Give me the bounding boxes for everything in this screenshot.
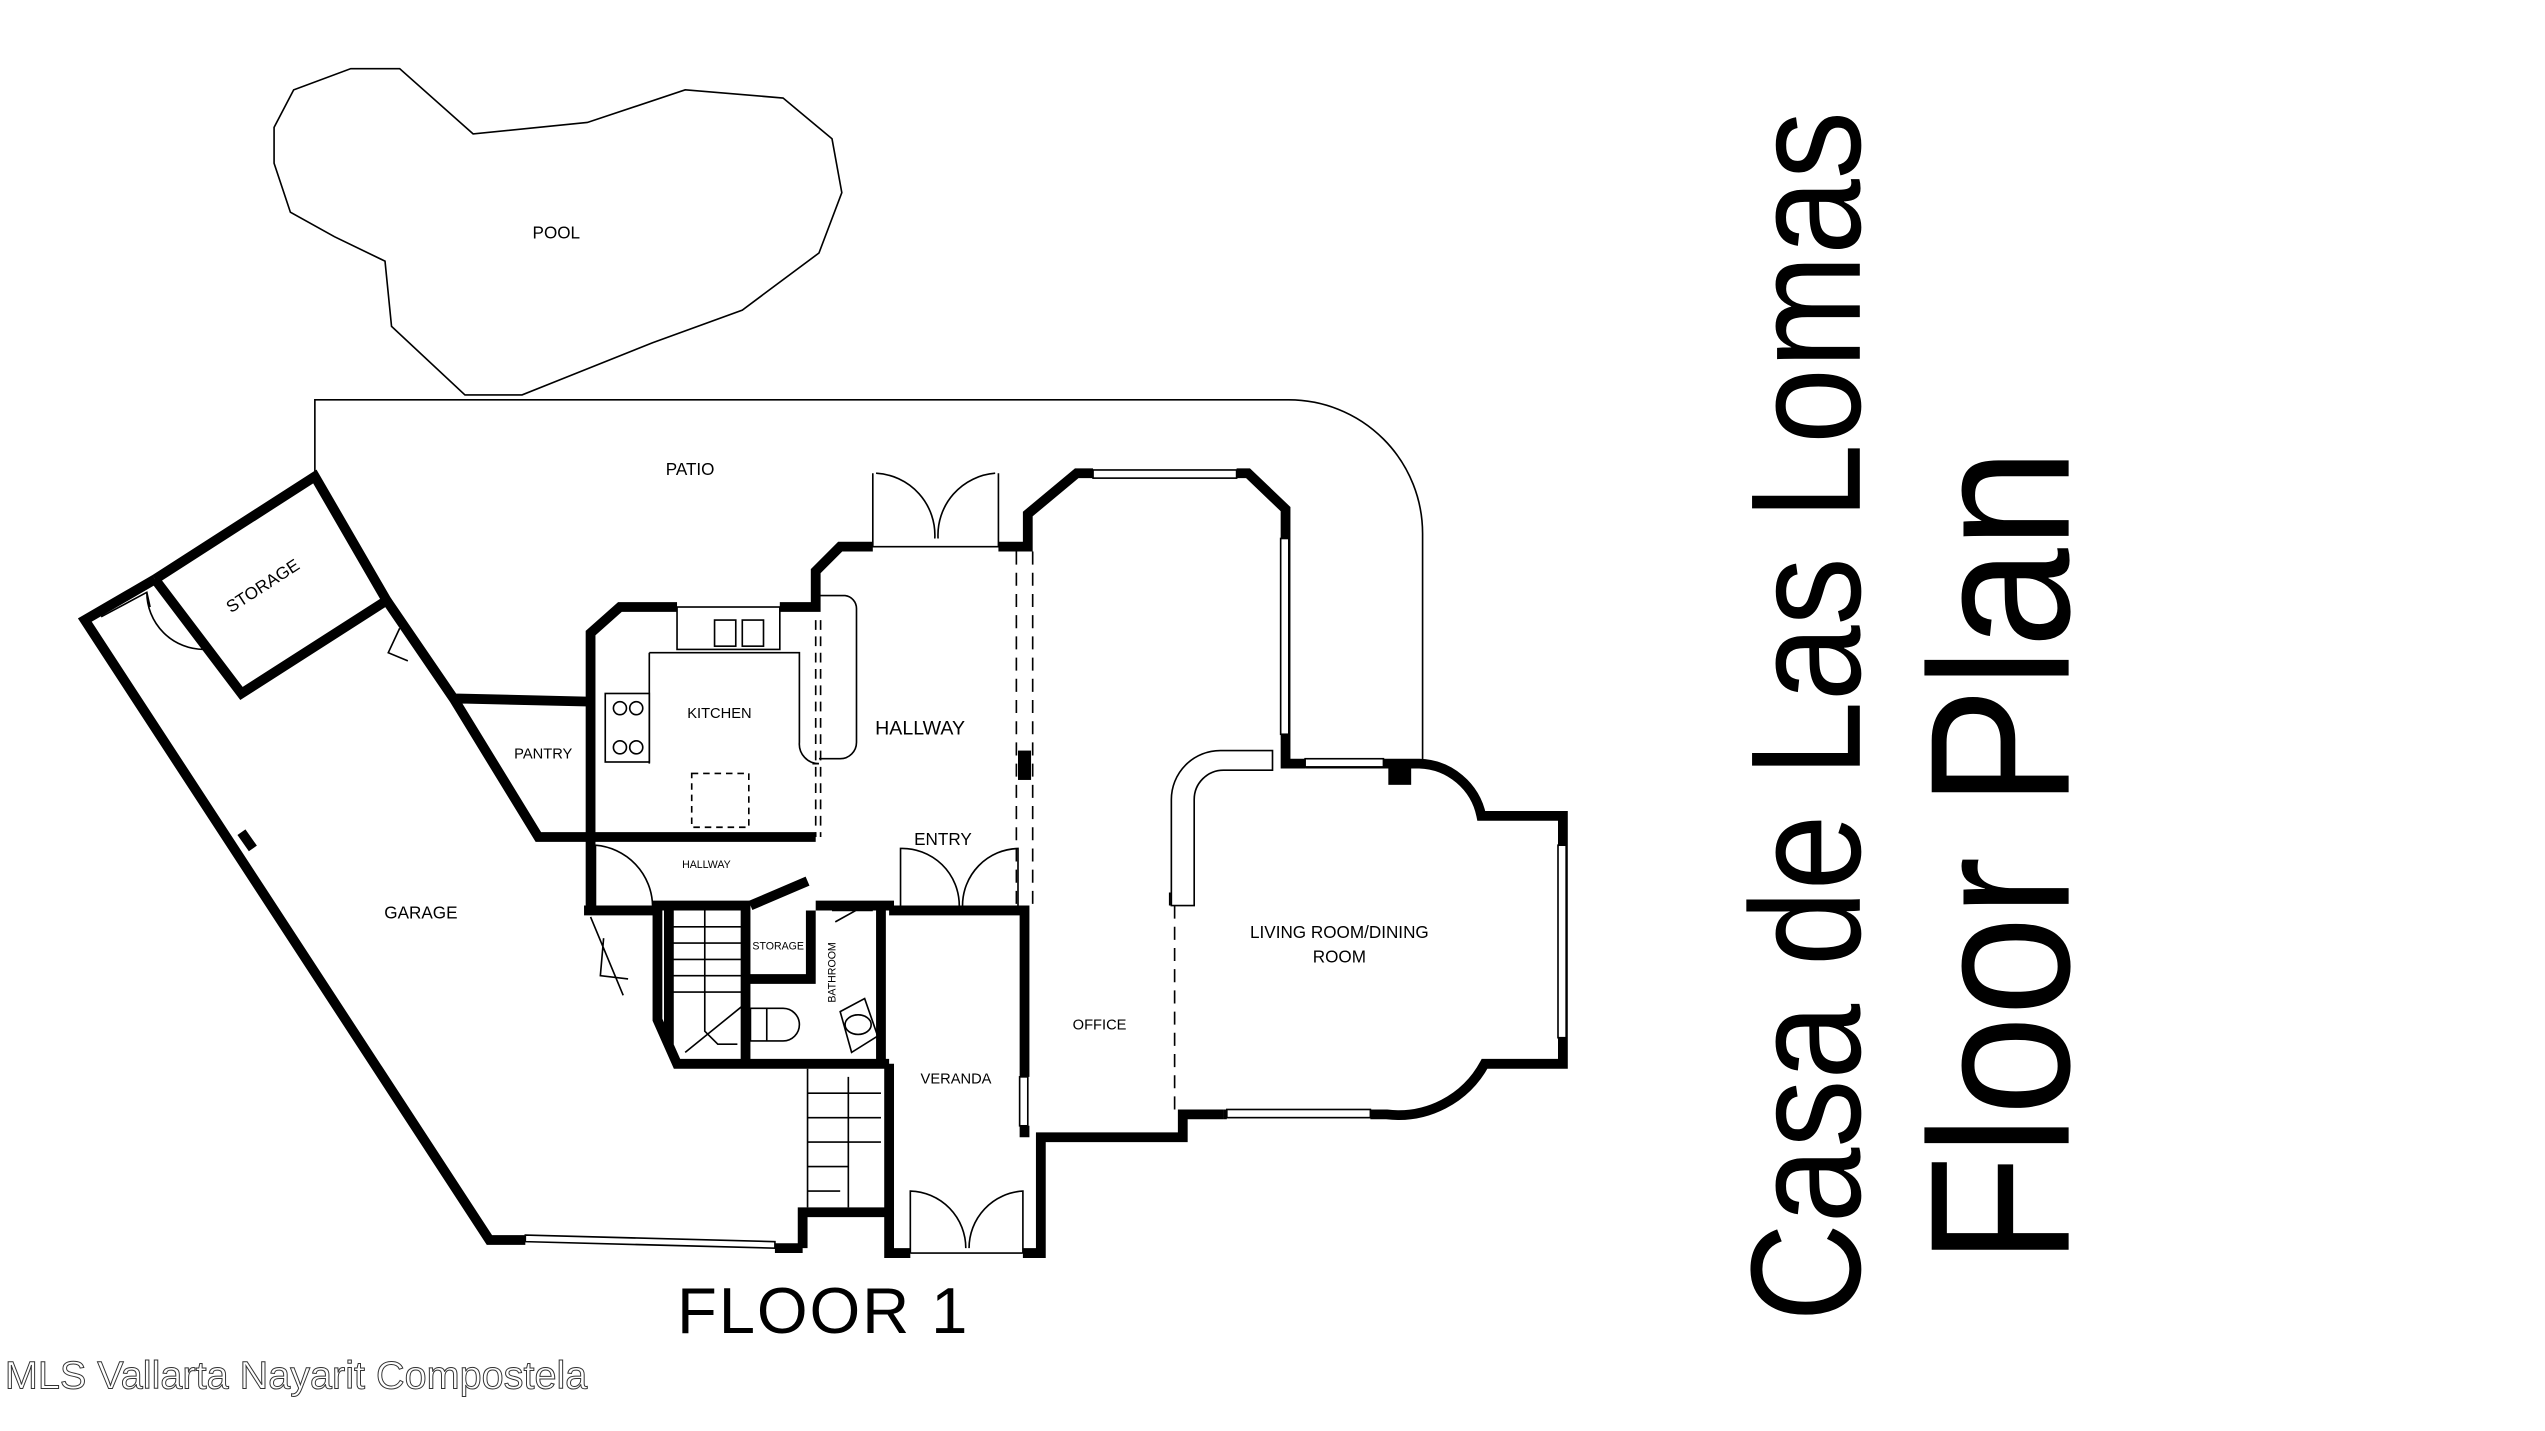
kitchen-island <box>690 772 750 829</box>
room-label-storage: STORAGE <box>223 555 303 616</box>
room-label-veranda: VERANDA <box>921 1071 992 1087</box>
hallway-dashed <box>814 620 822 838</box>
hall-east-wall <box>998 468 1306 769</box>
hall-office-divider <box>1015 551 1034 906</box>
bathtub <box>839 997 879 1054</box>
office-window-top <box>1092 469 1238 479</box>
veranda-doors <box>909 1190 1024 1254</box>
title-line-1: Casa de Las Lomas <box>1719 111 1894 1322</box>
room-label-office: OFFICE <box>1073 1018 1127 1034</box>
room-label-bathroom: BATHROOM <box>826 942 838 1002</box>
toilet <box>749 1007 801 1042</box>
pool-outline <box>273 67 843 396</box>
floor-label: FLOOR 1 <box>677 1274 967 1347</box>
room-label-garage: GARAGE <box>384 904 457 923</box>
living-window-bottom <box>1226 1108 1372 1119</box>
sink-basin-2 <box>741 619 765 647</box>
stove <box>604 692 651 763</box>
bathroom-door <box>832 904 873 923</box>
patio-doors <box>871 472 1000 548</box>
patio-outline <box>314 399 1424 764</box>
stairs <box>668 910 747 1054</box>
hallway-small-door <box>594 844 654 906</box>
entry-doors <box>899 847 1019 906</box>
column <box>1018 750 1032 780</box>
room-label-living-1: LIVING ROOM/DINING <box>1250 923 1429 942</box>
room-label-hallway-small: HALLWAY <box>682 859 731 871</box>
sink-basin-1 <box>713 619 737 647</box>
office-window-side <box>1279 537 1290 736</box>
hallway-counter <box>818 594 858 760</box>
column-living <box>1388 761 1412 785</box>
garage-door-swing <box>100 591 204 651</box>
room-label-hallway: HALLWAY <box>875 717 965 739</box>
hallway-lower-wall <box>585 837 895 911</box>
office-east <box>1168 889 1176 1115</box>
title-line-2: Floor Plan <box>1890 449 2112 1265</box>
garage-lower-wall <box>237 829 257 852</box>
garage-window <box>524 1234 776 1249</box>
sink <box>676 606 781 651</box>
stair-walls <box>584 876 890 1069</box>
veranda-window <box>1018 1076 1029 1127</box>
room-label-pool: POOL <box>533 223 581 242</box>
room-label-kitchen: KITCHEN <box>687 706 751 722</box>
room-label-pantry: PANTRY <box>514 747 572 763</box>
curved-counter <box>1170 749 1274 907</box>
stair-door <box>589 916 629 996</box>
veranda-stairs <box>806 1068 881 1208</box>
veranda-walls <box>797 905 1224 1258</box>
kitchen-walls <box>585 541 873 838</box>
room-label-storage-small: STORAGE <box>752 941 804 953</box>
room-label-patio: PATIO <box>666 460 715 479</box>
room-label-entry: ENTRY <box>914 830 972 849</box>
watermark: MLS Vallarta Nayarit Compostela <box>5 1354 588 1397</box>
room-label-living-2: ROOM <box>1313 948 1366 967</box>
garage-side-door <box>387 606 450 690</box>
living-window-right <box>1557 844 1567 1039</box>
living-window-top <box>1304 757 1385 768</box>
